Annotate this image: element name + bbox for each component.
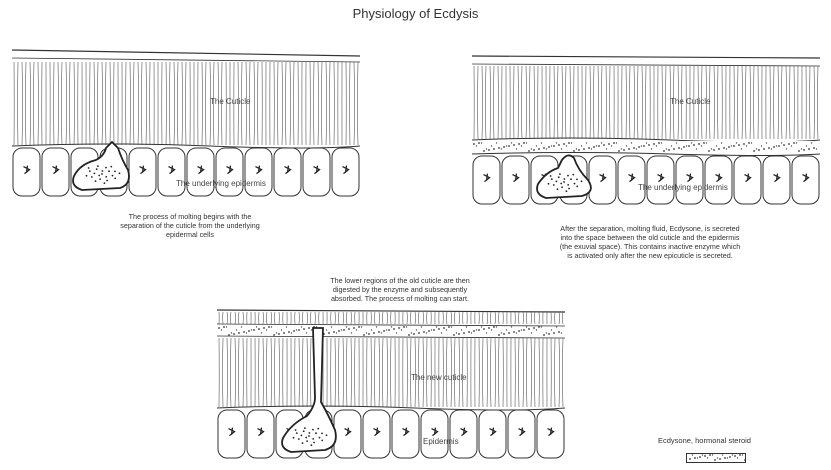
panel-3-svg: The new cuticle Epidermis [215,306,567,466]
caption-line: is activated only after the new epicutic… [500,251,800,260]
caption-line: separation of the cuticle from the under… [60,221,320,230]
panel-2-svg: The Cuticle The underlying epidermis [470,52,822,210]
panel-3-caption: The lower regions of the old cuticle are… [270,276,530,303]
panel-3-diagram: The new cuticle Epidermis [215,306,567,466]
legend-label: Ecdysone, hormonal steroid [658,436,751,445]
panel-1-caption: The process of molting begins with the s… [60,212,320,239]
legend-ecdysone-swatch [686,450,746,468]
caption-line: After the separation, molting fluid, Ecd… [500,224,800,233]
caption-line: digested by the enzyme and subsequently [270,285,530,294]
caption-line: absorbed. The process of molting can sta… [270,294,530,303]
caption-line: epidermal cells [60,230,320,239]
caption-line: The lower regions of the old cuticle are… [270,276,530,285]
panel-2-caption: After the separation, molting fluid, Ecd… [500,224,800,260]
panel-1-svg: The Cuticle The underlying epidermis [10,46,362,208]
panel-2-epidermis-label: The underlying epidermis [638,183,728,192]
panel-1-epidermis-label: The underlying epidermis [176,179,266,188]
caption-line: The process of molting begins with the [60,212,320,221]
panel-2-cuticle-label: The Cuticle [670,97,711,106]
panel-1-cuticle-label: The Cuticle [210,97,251,106]
panel-3-epidermis-label: Epidermis [423,437,459,446]
panel-2-diagram: The Cuticle The underlying epidermis [470,52,822,210]
diagram-title: Physiology of Ecdysis [0,6,831,21]
caption-line: into the space between the old cuticle a… [500,233,800,242]
caption-line: (the exuvial space). This contains inact… [500,242,800,251]
panel-3-cuticle-label: The new cuticle [411,373,467,382]
panel-1-diagram: The Cuticle The underlying epidermis [10,46,362,208]
